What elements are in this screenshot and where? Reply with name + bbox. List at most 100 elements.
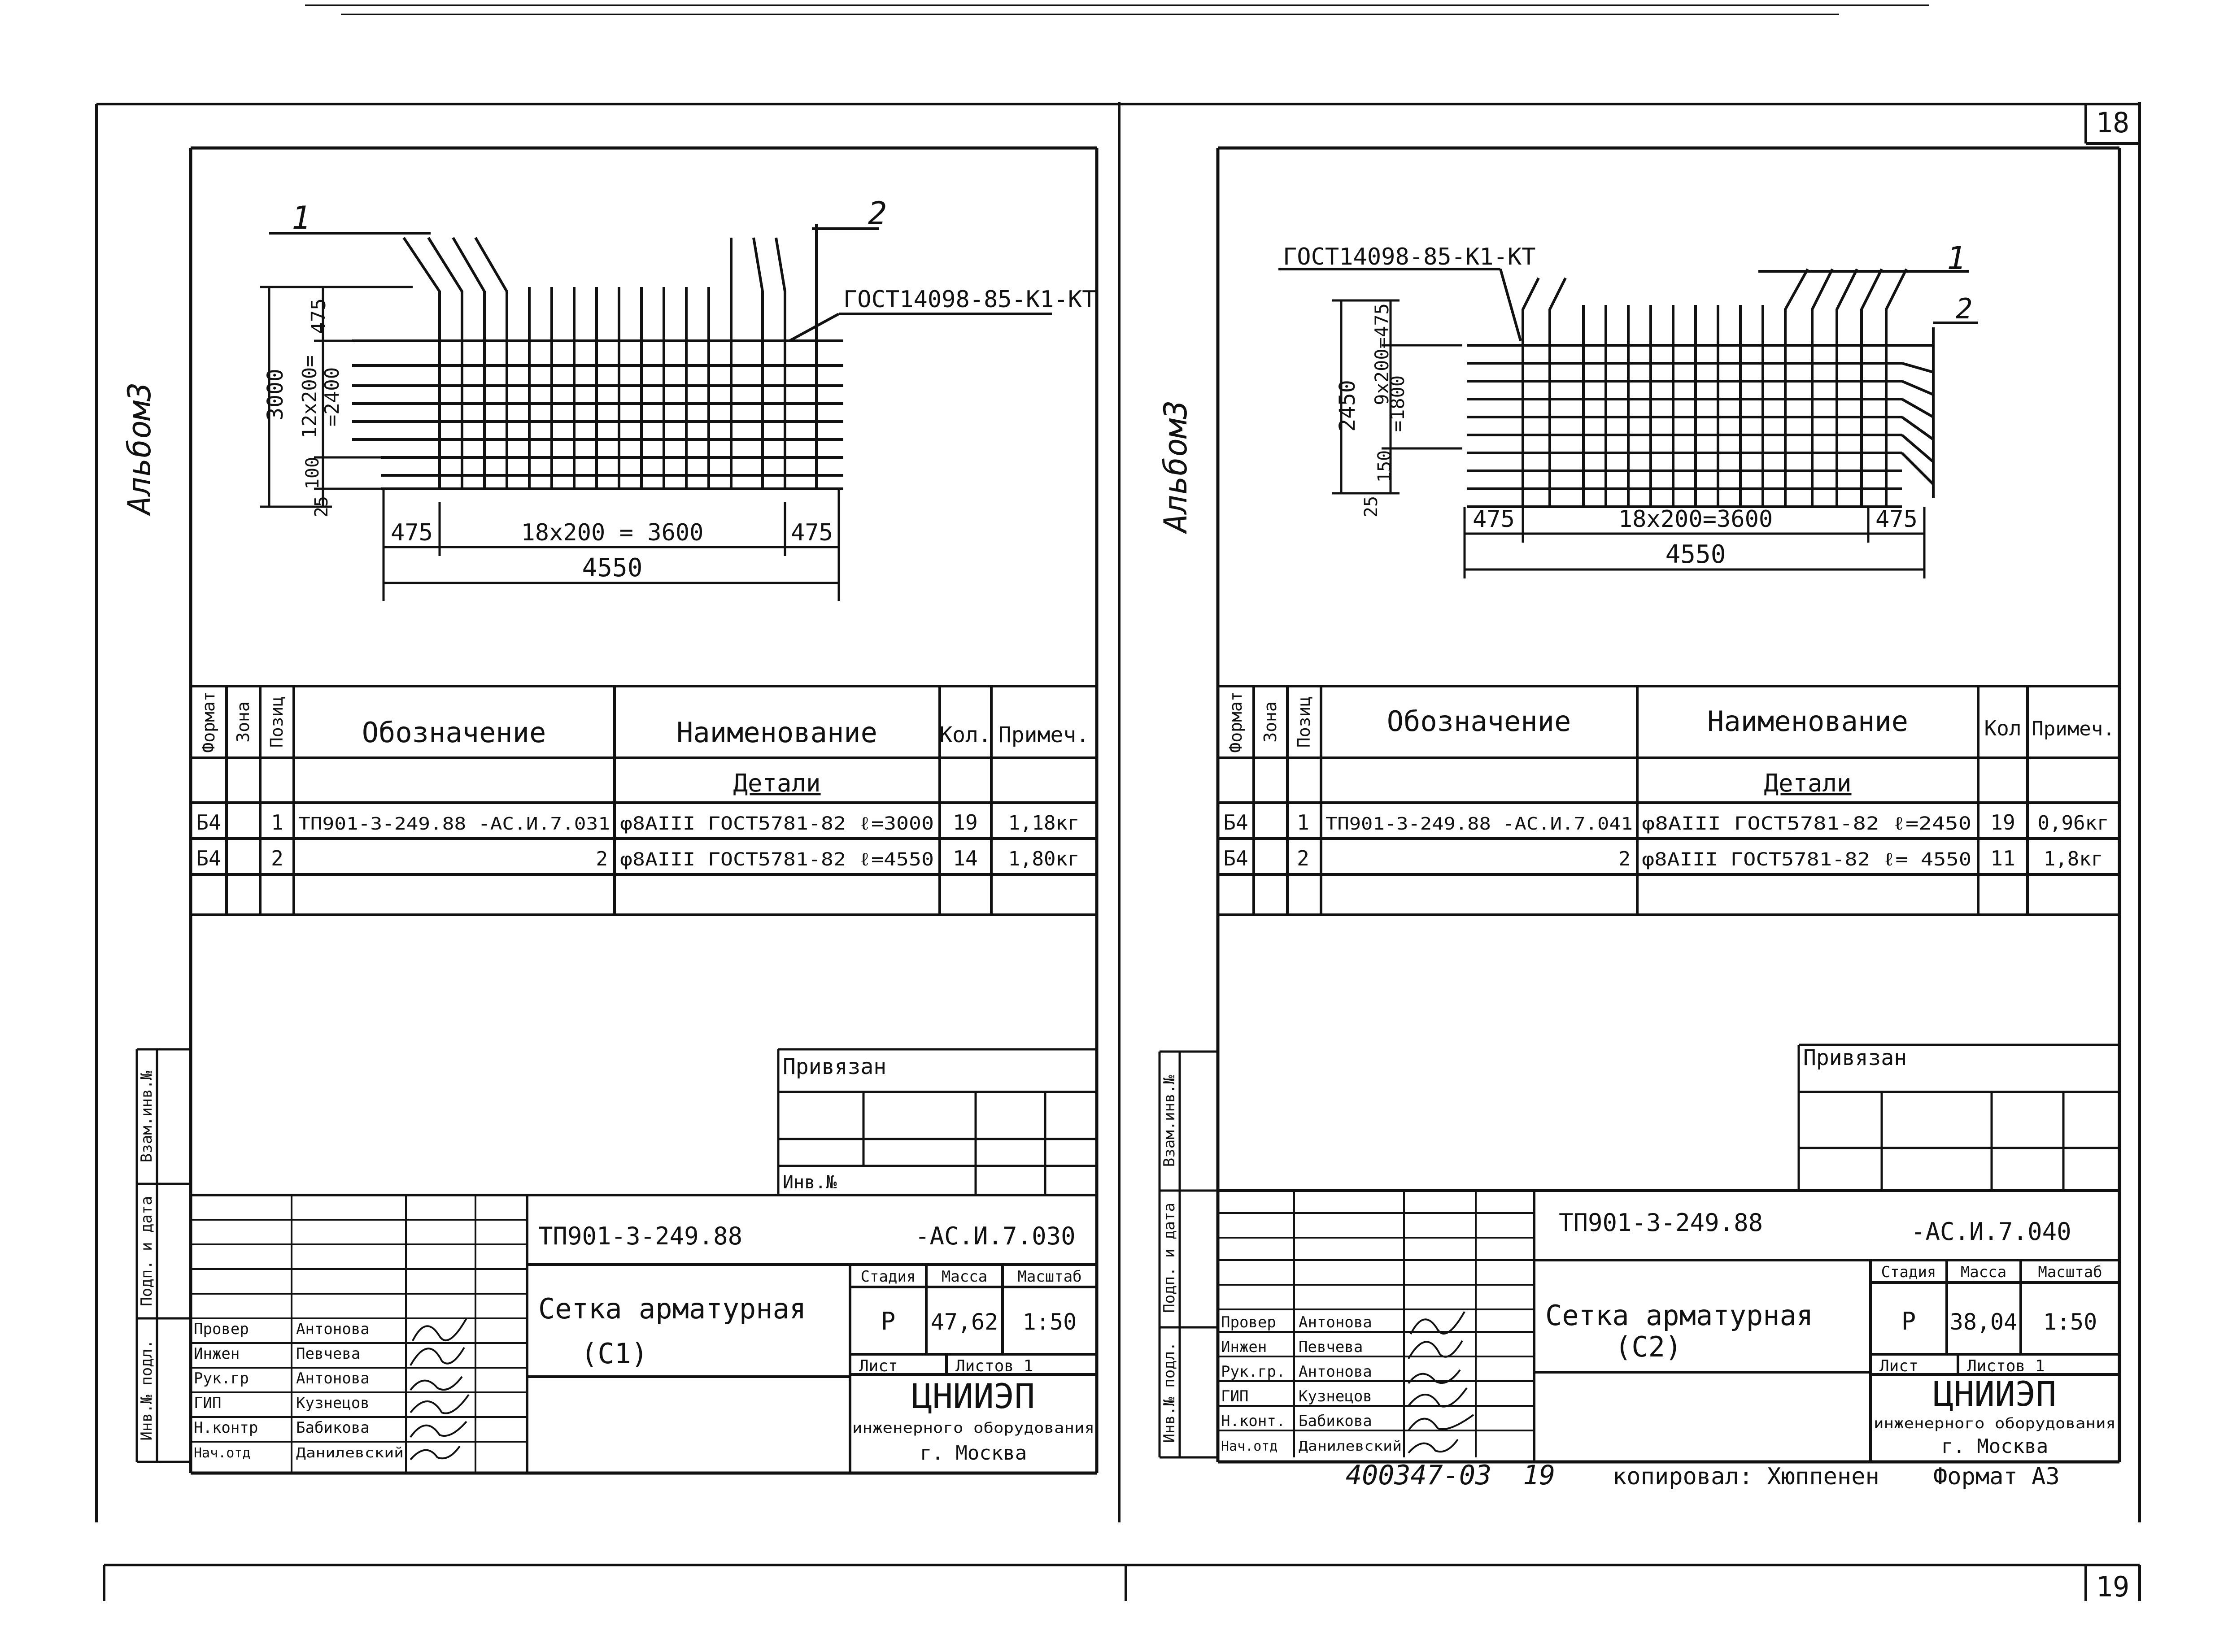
th-format-c1: Формат xyxy=(199,691,218,752)
spec-table-c2 xyxy=(1218,685,2119,916)
row1-name-c1: φ8АIII ГОСТ5781-82 ℓ=3000 xyxy=(620,813,934,834)
org-city-c1: г. Москва xyxy=(920,1442,1027,1465)
row2-name-c1: φ8АIII ГОСТ5781-82 ℓ=4550 xyxy=(620,849,934,870)
dim-h-total-c1: 4550 xyxy=(582,553,643,583)
signature-mark xyxy=(1408,1414,1474,1431)
page-number-19: 19 xyxy=(2096,1570,2130,1603)
mass-header-c1: Масса xyxy=(942,1268,987,1286)
row2-designation-c1: 2 xyxy=(596,848,608,870)
side-label-inv-c1: Инв.№ подл. xyxy=(138,1339,156,1440)
table-row: Б4 1 ТП901-3-249.88 -АС.И.7.041 φ8АIII Г… xyxy=(1223,810,2109,835)
signature-mark xyxy=(1408,1439,1459,1454)
role-c2-0: Провер xyxy=(1221,1313,1276,1331)
side-label-sign-c2: Подп. и дата xyxy=(1160,1203,1178,1313)
th-name-c1: Наименование xyxy=(676,716,877,749)
row1-format-c2: Б4 xyxy=(1223,810,1248,835)
callout-1-c2: 1 xyxy=(1947,240,1966,277)
table-row: Б4 2 2 φ8АIII ГОСТ5781-82 ℓ= 4550 11 1,8… xyxy=(1223,846,2103,870)
row1-qty-c2: 19 xyxy=(1990,810,2015,835)
stage-value-c2: Р xyxy=(1901,1307,1916,1335)
dim-v-bot-c2: 25 xyxy=(1361,496,1382,517)
dim-h-left-c2: 475 xyxy=(1473,506,1515,533)
role-c1-1: Инжен xyxy=(194,1345,240,1363)
doc-suffix-c2: -АС.И.7.040 xyxy=(1911,1217,2071,1246)
role-c1-4: Н.контр xyxy=(194,1419,258,1437)
row2-designation-c2: 2 xyxy=(1619,848,1631,870)
sheets-label-c2: Листов 1 xyxy=(1967,1357,2045,1375)
dim-v-total-c2: 2450 xyxy=(1335,380,1360,432)
row2-pos-c1: 2 xyxy=(271,846,283,870)
copied-by: копировал: Хюппенен xyxy=(1613,1463,1879,1490)
bottom-note: 400347-03 19 копировал: Хюппенен Формат … xyxy=(1346,1460,2060,1491)
page-frame xyxy=(95,4,2141,1601)
sheet-format: Формат А3 xyxy=(1933,1463,2060,1490)
dim-h-mid-c1: 18x200 = 3600 xyxy=(521,519,704,546)
scale-value-c1: 1:50 xyxy=(1023,1309,1077,1335)
person-c2-3: Кузнецов xyxy=(1299,1387,1372,1405)
drawing-title2-c2: (С2) xyxy=(1615,1330,1682,1363)
privyazan-label-c1: Привязан xyxy=(783,1054,886,1079)
mass-value-c1: 47,62 xyxy=(931,1309,998,1335)
row2-format-c1: Б4 xyxy=(196,846,221,870)
signatures-c1 xyxy=(410,1318,470,1461)
mesh-c1 xyxy=(269,224,1052,490)
row2-pos-c2: 2 xyxy=(1297,846,1309,870)
drawing-title-c1: Сетка арматурная xyxy=(538,1292,806,1325)
row1-pos-c2: 1 xyxy=(1297,810,1309,835)
dim-v-top-c2: 9x200=475 xyxy=(1371,303,1393,405)
role-c2-4: Н.конт. xyxy=(1221,1412,1285,1430)
dim-v-total-c1: 3000 xyxy=(263,369,288,421)
signature-mark xyxy=(1408,1387,1468,1408)
row2-name-c2: φ8АIII ГОСТ5781-82 ℓ= 4550 xyxy=(1642,849,1971,870)
people-c2: Провер Антонова Инжен Певчева Рук.гр. Ан… xyxy=(1221,1313,1402,1454)
role-c2-3: ГИП xyxy=(1221,1387,1248,1405)
dim-h-right-c2: 475 xyxy=(1875,506,1918,533)
person-c1-4: Бабикова xyxy=(296,1419,370,1437)
person-c1-2: Антонова xyxy=(296,1369,370,1387)
dim-v-low-c2: 150 xyxy=(1374,450,1395,483)
spec-table-c1 xyxy=(191,685,1097,916)
side-strip-c2 xyxy=(1158,1050,1218,1459)
privyazan-box-c2 xyxy=(1797,1043,2119,1191)
role-c1-2: Рук.гр xyxy=(194,1369,249,1387)
signature-mark xyxy=(410,1394,470,1414)
scale-header-c2: Масштаб xyxy=(2038,1263,2102,1281)
archive-code: 400347-03 xyxy=(1346,1460,1491,1491)
role-c1-3: ГИП xyxy=(194,1394,221,1412)
inv-no-label-c1: Инв.№ xyxy=(783,1172,837,1193)
signature-mark xyxy=(410,1376,463,1391)
doc-code-c1: ТП901-3-249.88 xyxy=(538,1222,742,1250)
role-c2-5: Нач.отд xyxy=(1221,1439,1278,1454)
table-row: Б4 1 ТП901-3-249.88 -АС.И.7.031 φ8АIII Г… xyxy=(196,810,1079,835)
signature-mark xyxy=(410,1445,461,1461)
stage-header-c1: Стадия xyxy=(861,1268,916,1286)
dim-h-right-c1: 475 xyxy=(791,519,833,546)
scale-header-c1: Масштаб xyxy=(1017,1268,1081,1286)
row2-note-c2: 1,8кг xyxy=(2044,848,2103,870)
dim-h-left-c1: 475 xyxy=(391,519,433,546)
row1-pos-c1: 1 xyxy=(271,810,283,835)
title-block-c2 xyxy=(1218,1189,2119,1462)
sheet-label-c1: Лист xyxy=(859,1357,898,1375)
people-c1: Провер Антонова Инжен Певчева Рук.гр Ант… xyxy=(194,1320,404,1461)
th-qty-c2: Кол xyxy=(1984,716,2021,740)
side-label-inv-c2: Инв.№ подл. xyxy=(1160,1342,1178,1443)
person-c2-5: Данилевский xyxy=(1299,1439,1402,1454)
th-note-c1: Примеч. xyxy=(998,722,1089,748)
mass-value-c2: 38,04 xyxy=(1950,1309,2018,1335)
privyazan-box-c1 xyxy=(777,1048,1097,1195)
th-note-c2: Примеч. xyxy=(2032,717,2115,740)
signatures-c2 xyxy=(1408,1311,1474,1454)
row1-note-c1: 1,18кг xyxy=(1008,812,1080,835)
role-c2-1: Инжен xyxy=(1221,1338,1267,1356)
th-designation-c2: Обозначение xyxy=(1387,705,1571,738)
dim-h-mid-c2: 18x200=3600 xyxy=(1618,506,1773,533)
sheets-label-c1: Листов 1 xyxy=(955,1357,1033,1375)
dim-v-mid-c2: =1800 xyxy=(1387,375,1408,432)
side-strip-c1 xyxy=(135,1048,191,1463)
th-pos-c2: Позиц xyxy=(1294,696,1314,748)
callout-1-c1: 1 xyxy=(292,200,310,236)
row1-format-c1: Б4 xyxy=(196,810,221,835)
drawing-title2-c1: (С1) xyxy=(581,1337,648,1370)
